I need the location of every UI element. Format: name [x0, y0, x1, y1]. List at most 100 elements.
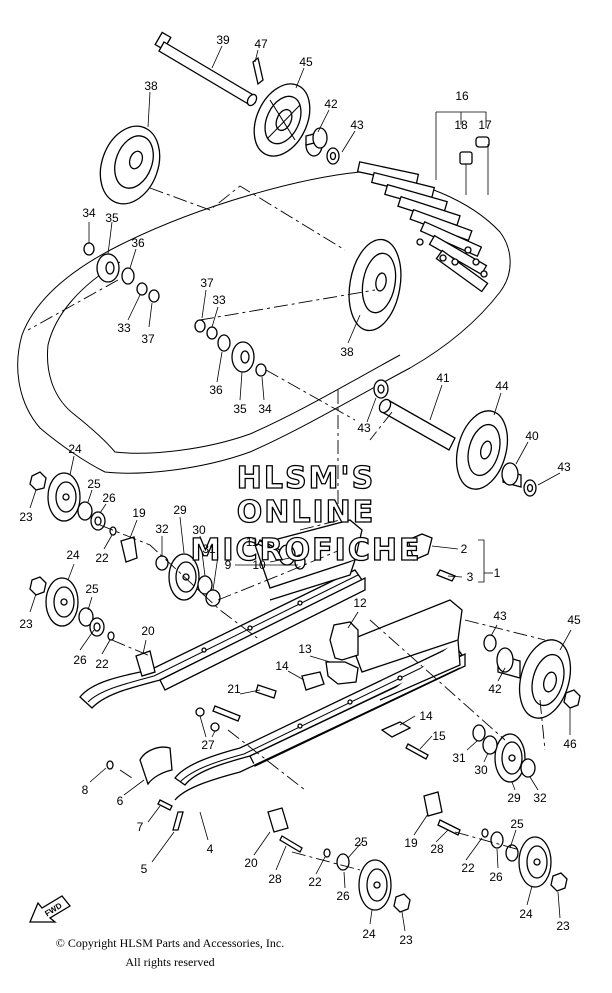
callout-22: 22	[461, 861, 475, 875]
screw-15	[405, 743, 429, 760]
bolts-23-bottom	[393, 872, 568, 913]
callout-14: 14	[419, 709, 433, 723]
callout-22: 22	[95, 657, 109, 671]
washers-30-31-32-upper	[155, 555, 221, 607]
callout-43: 43	[357, 421, 371, 435]
idler-wheel-44	[455, 410, 509, 490]
washer-43-right	[523, 479, 537, 497]
callout-43: 43	[557, 460, 571, 474]
wheel-24-bottom-center	[358, 859, 392, 911]
collar-40	[501, 462, 522, 488]
collar-42-lower	[496, 647, 521, 679]
callout-32: 32	[533, 791, 547, 805]
leader-lines	[29, 45, 572, 932]
bolt-23-upper-left	[29, 471, 47, 491]
wheel-24-upper-left	[47, 472, 81, 522]
wheel-24-lower-left	[45, 577, 79, 627]
callout-9: 9	[225, 558, 232, 572]
bracket-20-lower	[267, 807, 303, 853]
callout-12: 12	[353, 596, 367, 610]
callout-28: 28	[268, 872, 282, 886]
callout-41: 41	[436, 371, 450, 385]
callout-46: 46	[563, 737, 577, 751]
bracket-19-upper	[120, 536, 138, 563]
callout-18: 18	[454, 118, 468, 132]
callout-43: 43	[493, 609, 507, 623]
callout-8: 8	[82, 783, 89, 797]
callout-24: 24	[66, 548, 80, 562]
callout-47: 47	[254, 37, 268, 51]
callout-19: 19	[132, 506, 146, 520]
callout-23: 23	[399, 933, 413, 947]
callout-7: 7	[137, 820, 144, 834]
slide-rail-lower	[174, 644, 466, 801]
idler-wheel-45-top	[253, 83, 311, 157]
callout-45: 45	[299, 55, 313, 69]
callout-35: 35	[105, 211, 119, 225]
callout-36: 36	[209, 383, 223, 397]
callout-16: 16	[455, 89, 469, 103]
copyright-line-2: All rights reserved	[125, 955, 215, 969]
callout-25: 25	[354, 835, 368, 849]
callout-37: 37	[200, 276, 214, 290]
callout-23: 23	[556, 919, 570, 933]
watermark-line-2: ONLINE	[237, 495, 376, 530]
washer-43-top	[326, 147, 340, 165]
callout-27: 27	[201, 738, 215, 752]
pin-47	[252, 56, 264, 86]
callout-2: 2	[461, 542, 468, 556]
callout-20: 20	[244, 856, 258, 870]
callout-39: 39	[216, 33, 230, 47]
bracket-12-13	[325, 621, 359, 685]
callout-38: 38	[144, 79, 158, 93]
fwd-arrow-icon: FWD	[29, 895, 71, 923]
washer-43-lower	[483, 634, 497, 652]
shaft-41	[378, 398, 456, 451]
callout-22: 22	[95, 551, 109, 565]
watermark: HLSM'S ONLINE MICROFICHE	[190, 460, 422, 568]
callout-19: 19	[404, 836, 418, 850]
slide-rail-upper	[79, 569, 366, 709]
callout-31: 31	[202, 542, 216, 556]
washer-set-upper-left	[83, 242, 160, 303]
washers-25-26-bottom	[336, 831, 519, 871]
callout-20: 20	[141, 624, 155, 638]
callout-26: 26	[336, 889, 350, 903]
watermark-line-1: HLSM'S	[237, 461, 375, 496]
callout-25: 25	[87, 477, 101, 491]
callout-3: 3	[467, 570, 474, 584]
callout-37: 37	[141, 332, 155, 346]
suspension-arm-lower	[349, 599, 463, 701]
washer-43-left	[373, 379, 389, 399]
callout-38: 38	[340, 345, 354, 359]
callout-21: 21	[227, 682, 241, 696]
callout-23: 23	[19, 617, 33, 631]
callout-numbers: 39 47 45 38 16 42 18 17 43 34 35 36 37 3…	[19, 33, 581, 947]
callout-13: 13	[298, 642, 312, 656]
callout-32: 32	[155, 522, 169, 536]
callout-24: 24	[362, 927, 376, 941]
callout-10: 10	[252, 558, 266, 572]
callout-33: 33	[212, 293, 226, 307]
watermark-line-3: MICROFICHE	[191, 533, 422, 568]
callout-40: 40	[525, 429, 539, 443]
washer-set-center	[194, 319, 267, 377]
suspension-arm-upper	[254, 519, 363, 601]
callout-11: 11	[246, 535, 259, 549]
callout-17: 17	[478, 118, 492, 132]
callout-25: 25	[510, 817, 524, 831]
callout-23: 23	[19, 510, 33, 524]
callout-22: 22	[308, 875, 322, 889]
callout-26: 26	[73, 653, 87, 667]
track-cleats	[356, 161, 489, 293]
callout-42: 42	[324, 97, 338, 111]
screw-5	[172, 811, 184, 831]
callout-29: 29	[507, 791, 521, 805]
callout-35: 35	[233, 402, 247, 416]
nut-46	[563, 689, 581, 709]
callout-36: 36	[131, 236, 145, 250]
washers-25-26-lower	[78, 607, 105, 637]
bolts-27	[195, 707, 220, 732]
callout-45: 45	[567, 613, 581, 627]
